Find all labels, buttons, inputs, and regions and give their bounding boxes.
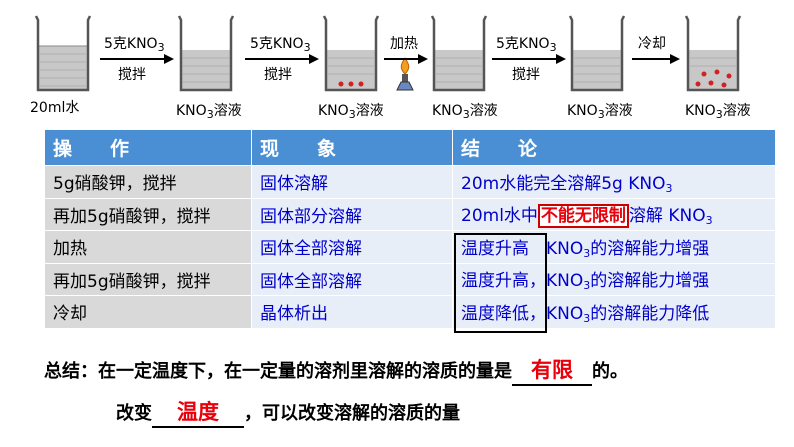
- burner-icon: [393, 56, 417, 92]
- row-5-phenomenon: 晶体析出: [251, 295, 453, 329]
- row-4-operation: 再加5g硝酸钾，搅拌: [44, 262, 252, 296]
- step-4-action: 搅拌: [512, 67, 540, 83]
- row-5-operation: 冷却: [44, 295, 252, 329]
- row-1-operation: 5g硝酸钾，搅拌: [44, 165, 252, 199]
- row-2-phenomenon: 固体部分溶解: [251, 197, 453, 231]
- beaker-solution-2: [322, 14, 380, 94]
- beaker-solution-4: [568, 14, 626, 94]
- experiment-table: 操 作 现 象 结 论 5g硝酸钾，搅拌 固体溶解 20m水能完全溶解5g KN…: [44, 129, 776, 329]
- row-2-conclusion: 20ml水中不能无限制溶解 KNO3: [452, 197, 776, 231]
- row-2-operation: 再加5g硝酸钾，搅拌: [44, 197, 252, 231]
- row-5-conclusion: 温度降低，KNO3的溶解能力降低: [452, 295, 776, 329]
- table-row: 冷却 晶体析出 温度降低，KNO3的溶解能力降低: [44, 295, 776, 329]
- row-1-conclusion: 20m水能完全溶解5g KNO3: [452, 165, 776, 199]
- table-row: 加热 固体全部溶解 温度升高 KNO3的溶解能力增强: [44, 230, 776, 264]
- header-conclusion: 结 论: [452, 129, 776, 166]
- summary-line-2: 改变温度，可以改变溶解的溶质的量: [116, 396, 460, 428]
- step-5-label: 冷却: [638, 36, 666, 52]
- step-4-arrow: [492, 54, 566, 64]
- answer-temperature: 温度: [177, 400, 219, 424]
- step-2-action: 搅拌: [264, 67, 292, 83]
- table-header-row: 操 作 现 象 结 论: [44, 129, 776, 166]
- step-1-action: 搅拌: [118, 67, 146, 83]
- header-operation: 操 作: [44, 129, 252, 166]
- summary-line-1: 总结：在一定温度下，在一定量的溶剂里溶解的溶质的量是有限的。: [44, 354, 628, 386]
- caption-water: 20ml水: [30, 100, 80, 116]
- table-row: 5g硝酸钾，搅拌 固体溶解 20m水能完全溶解5g KNO3: [44, 165, 776, 199]
- caption-solution-1: KNO3溶液: [176, 103, 242, 121]
- step-1-arrow: [100, 54, 174, 64]
- header-phenomenon: 现 象: [251, 129, 453, 166]
- step-5-arrow: [632, 54, 680, 64]
- caption-solution-2: KNO3溶液: [318, 103, 384, 121]
- caption-solution-5: KNO3溶液: [685, 103, 751, 121]
- answer-limited: 有限: [531, 358, 573, 382]
- caption-solution-3: KNO3溶液: [432, 103, 498, 121]
- step-2-arrow: [245, 54, 319, 64]
- caption-solution-4: KNO3溶液: [567, 103, 633, 121]
- step-2-label: 5克KNO3: [250, 36, 311, 54]
- beaker-solution-3: [430, 14, 488, 94]
- row-4-conclusion: 温度升高，KNO3的溶解能力增强: [452, 262, 776, 296]
- row-1-phenomenon: 固体溶解: [251, 165, 453, 199]
- step-4-label: 5克KNO3: [496, 36, 557, 54]
- step-3-label: 加热: [390, 36, 418, 52]
- beaker-solution-1: [177, 14, 235, 94]
- row-3-phenomenon: 固体全部溶解: [251, 230, 453, 264]
- row-3-conclusion: 温度升高 KNO3的溶解能力增强: [452, 230, 776, 264]
- highlight-unlimited: 不能无限制: [537, 204, 629, 229]
- beaker-crystals: [684, 14, 742, 94]
- row-3-operation: 加热: [44, 230, 252, 264]
- step-3-arrow: [384, 54, 428, 64]
- row-4-phenomenon: 固体全部溶解: [251, 262, 453, 296]
- step-1-label: 5克KNO3: [104, 36, 165, 54]
- temperature-highlight-box: [454, 233, 547, 333]
- beaker-water: [34, 14, 92, 94]
- table-row: 再加5g硝酸钾，搅拌 固体部分溶解 20ml水中不能无限制溶解 KNO3: [44, 197, 776, 231]
- table-row: 再加5g硝酸钾，搅拌 固体全部溶解 温度升高，KNO3的溶解能力增强: [44, 262, 776, 296]
